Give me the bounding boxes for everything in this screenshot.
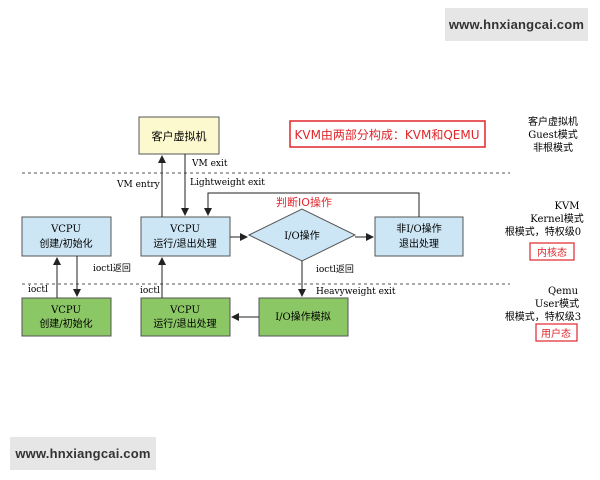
- user-mode-badge-box: [535, 323, 578, 342]
- qemu-vcpu-run-line1: VCPU: [169, 305, 200, 316]
- title-box: [289, 120, 486, 148]
- zone-qemu-line3: 根模式，特权级3: [505, 310, 581, 323]
- kvm-vcpu-init-line2: 创建/初始化: [39, 237, 92, 250]
- io-emulation-label: I/O操作模拟: [275, 310, 331, 323]
- qemu-vcpu-run-line2: 运行/退出处理: [153, 317, 216, 330]
- judge-io-label: 判断IO操作: [276, 195, 332, 209]
- label-vm-exit: VM exit: [191, 159, 228, 169]
- label-ioctl-return-left: ioctl返回: [93, 262, 131, 274]
- label-lightweight-exit: Lightweight exit: [190, 178, 265, 188]
- watermark-top: www.hnxiangcai.com: [445, 8, 588, 41]
- label-ioctl-return-mid: ioctl返回: [316, 263, 354, 275]
- zone-kvm-line2: Kernel模式: [530, 212, 583, 225]
- zone-qemu-line1: Qemu: [548, 286, 579, 297]
- io-decision-diamond: [247, 208, 357, 262]
- non-io-line2: 退出处理: [399, 237, 439, 250]
- zone-qemu-line2: User模式: [535, 297, 579, 310]
- user-mode-badge: 用户态: [541, 327, 571, 340]
- label-heavyweight-exit: Heavyweight exit: [316, 287, 396, 297]
- zone-kvm-line3: 根模式，特权级0: [505, 225, 581, 238]
- qemu-vcpu-init-box: [21, 297, 112, 337]
- kernel-mode-badge-box: [529, 242, 575, 261]
- diagram-title: KVM由两部分构成：KVM和QEMU: [294, 127, 479, 142]
- non-io-line1: 非I/O操作: [396, 222, 442, 235]
- qemu-vcpu-run-box: [140, 297, 231, 337]
- qemu-vcpu-init-line2: 创建/初始化: [39, 317, 92, 330]
- zone-guest-line1: 客户虚拟机: [528, 115, 578, 128]
- zone-kvm-line1: KVM: [555, 201, 580, 212]
- guest-vm-label: 客户虚拟机: [152, 129, 207, 143]
- kvm-vcpu-init-line1: VCPU: [50, 224, 81, 235]
- kernel-mode-badge: 内核态: [537, 246, 567, 259]
- kvm-vcpu-run-line1: VCPU: [169, 224, 200, 235]
- label-vm-entry: VM entry: [116, 180, 161, 190]
- io-emulation-box: [258, 297, 349, 337]
- kvm-vcpu-init-box: [21, 216, 112, 257]
- label-ioctl-mid: ioctl: [140, 286, 160, 296]
- guest-vm-box: [138, 116, 220, 155]
- zone-guest-line3: 非根模式: [533, 141, 573, 154]
- non-io-box: [374, 216, 464, 257]
- label-ioctl-left: ioctl: [28, 285, 48, 295]
- watermark-bottom: www.hnxiangcai.com: [10, 437, 156, 470]
- arrow-lightweight-loop: [204, 192, 420, 217]
- io-decision-label: I/O操作: [284, 229, 320, 242]
- kvm-vcpu-run-line2: 运行/退出处理: [153, 237, 216, 250]
- qemu-vcpu-init-line1: VCPU: [50, 305, 81, 316]
- zone-guest-line2: Guest模式: [528, 128, 578, 141]
- kvm-vcpu-run-box: [140, 216, 231, 257]
